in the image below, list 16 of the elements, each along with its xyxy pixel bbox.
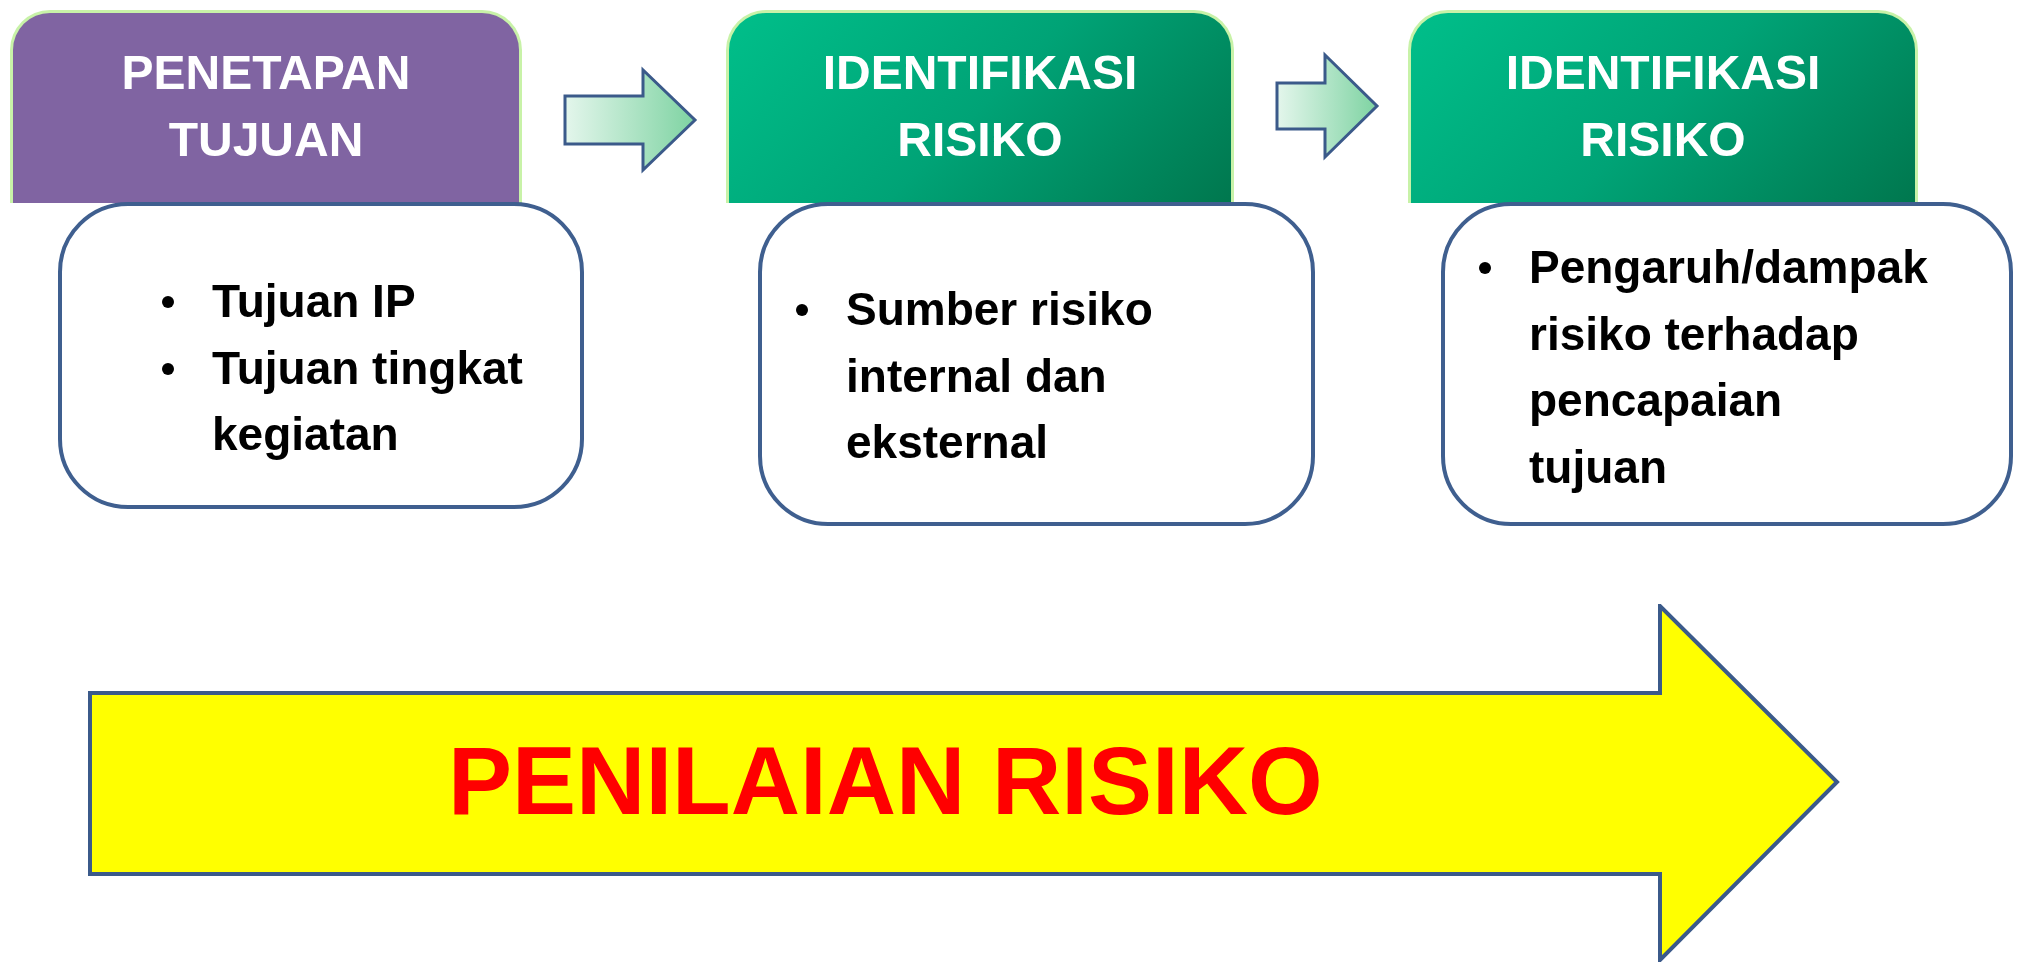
bullet-item: Tujuan IP xyxy=(212,274,417,329)
arrow-label: PENILAIAN RISIKO xyxy=(448,726,1323,836)
process-box xyxy=(1408,10,1918,203)
block-arrow-connector xyxy=(1275,51,1380,161)
bullet-card xyxy=(58,202,584,509)
box-heading: IDENTIFIKASI RISIKO xyxy=(1504,44,1822,168)
box-heading: IDENTIFIKASI RISIKO xyxy=(821,44,1139,168)
bullet-item: Pengaruh/dampak risiko terhadap pencapaian tujuan xyxy=(1529,240,1929,496)
bullet-card xyxy=(758,202,1315,526)
bullet-item: Sumber risiko internal dan eksternal xyxy=(846,282,1154,471)
box-heading: PENETAPAN TUJUAN xyxy=(120,44,412,168)
bullet-item: Tujuan tingkat kegiatan xyxy=(212,340,524,463)
bullet-card xyxy=(1441,202,2013,526)
process-box xyxy=(10,10,522,203)
process-box xyxy=(726,10,1234,203)
block-arrow-connector xyxy=(563,66,698,174)
